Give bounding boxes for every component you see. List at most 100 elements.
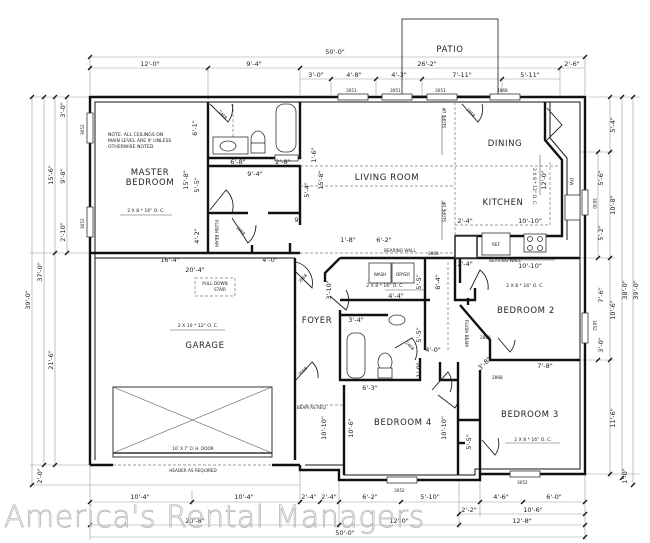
dim-bottom-mid-right: 12'-8" — [512, 517, 532, 525]
dim-laundry-8-4: 8'-4" — [434, 274, 442, 289]
window-code: 3052 — [394, 488, 405, 493]
door-code: 2868 — [497, 88, 508, 93]
room-label-bedroom4: BEDROOM 4 — [374, 418, 432, 428]
refrigerator — [481, 232, 511, 256]
dim-master-5-5: 5'-5" — [193, 177, 201, 192]
dim-bed2-10-10: 10'-10" — [518, 262, 542, 270]
dim-bottom-seg-a: 2'-4" — [301, 493, 316, 501]
door-code: 2468 — [217, 109, 228, 120]
dim-bed4-left: 10'-10" — [320, 416, 328, 440]
room-label-dining: DINING — [488, 139, 522, 149]
dim-bath-5-5: 5'-5" — [415, 327, 423, 342]
door-code: 2868 — [428, 251, 439, 256]
dim-master-top: 6'-1" — [191, 120, 199, 135]
dim-bottom-bed3-total: 10'-6" — [523, 506, 543, 514]
window-living-1 — [337, 93, 369, 101]
garage-door — [112, 386, 273, 458]
wash-label: WASH — [374, 272, 387, 277]
dim-bottom-seg-b: 2'-4" — [321, 493, 336, 501]
window-living-2 — [381, 93, 413, 101]
room-label-garage: GARAGE — [185, 341, 224, 351]
dim-bath-6-8: 6'-8" — [230, 158, 245, 166]
dim-bed4-10-6: 10'-6" — [347, 418, 355, 438]
door-code: 2468 — [404, 340, 415, 351]
bathtub-master — [275, 103, 297, 153]
dim-garage-16-4: 16'-4" — [160, 256, 180, 264]
dim-left-master: 15'-6" — [47, 165, 55, 185]
interior-walls — [206, 102, 580, 475]
dim-master-15-8: 15'-8" — [182, 170, 190, 190]
joist-master: 2 X 8 * 16" O. C. — [127, 208, 165, 214]
dim-garage-20-4: 20'-4" — [185, 266, 205, 274]
door-code: 2868 — [465, 107, 476, 118]
patio-outline — [401, 18, 499, 97]
dim-top-left-a: 12'-0" — [140, 60, 160, 68]
dim-kitchen-2-4: 2'-4" — [457, 217, 472, 225]
dim-top-seg3: 4'-3" — [391, 71, 406, 79]
dim-bottom-bed3-b: 6'-0" — [546, 493, 561, 501]
door-code: 2868 — [480, 335, 491, 340]
dim-bed2-2-4: 2'-4" — [457, 260, 472, 268]
pull-down-stair-2: STAIR — [214, 287, 226, 292]
flush-beam-2: FLUSH BEAM — [464, 320, 469, 347]
window-dining — [489, 93, 521, 101]
dim-top-seg5: 5'-11" — [520, 71, 540, 79]
pantry — [454, 235, 478, 259]
dim-bed2-7-8: 7'-8" — [537, 362, 552, 370]
window-master-bottom — [86, 206, 94, 238]
dim-laundry-6-2: 6'-2" — [376, 236, 391, 244]
room-label-master-bedroom-2: BEDROOM — [126, 178, 175, 188]
ceiling-note: NOTE: ALL CEILINGS ON — [108, 132, 163, 138]
window-kitchen — [581, 189, 589, 216]
dim-bath-3-4: 3'-4" — [348, 316, 363, 324]
dim-right-step: 1'-0" — [621, 468, 629, 483]
dim-left-overall: 39'-0" — [24, 290, 32, 310]
room-label-master-bedroom: MASTER — [131, 168, 170, 178]
range — [523, 233, 547, 253]
dim-laundry-5-5: 5'-5" — [415, 274, 423, 289]
dim-bottom-bed4-a: 6'-2" — [362, 493, 377, 501]
dim-nine: 9" — [294, 216, 301, 224]
flush-beam: FLUSH BEAM — [214, 220, 219, 247]
joist-bedroom2: 2 X 8 * 16" O. C. — [506, 283, 544, 289]
span-arrows — [120, 115, 560, 444]
dim-bottom-garage-total: 20'-8" — [185, 517, 205, 525]
dim-right-kitchen: 10'-8" — [609, 195, 617, 215]
dim-hall-1-0: 1'-0" — [415, 362, 423, 377]
room-label-living-room: LIVING ROOM — [355, 173, 419, 183]
window-code: 3051 — [346, 88, 357, 93]
windows — [86, 93, 589, 484]
door-code: 2068 — [235, 225, 246, 236]
dim-right-top: 5'-4" — [609, 117, 617, 132]
dim-laundry-3-10: 3'-10" — [325, 280, 333, 300]
window-code: 3052 — [592, 320, 597, 331]
sink-hall — [388, 314, 406, 326]
dim-top-seg1: 3'-0" — [308, 71, 323, 79]
dw-label: DW — [569, 178, 574, 185]
header-note: HEADER AS REQUIRED — [169, 468, 217, 473]
room-label-patio: PATIO — [436, 45, 463, 55]
room-label-kitchen: KITCHEN — [482, 198, 523, 208]
dim-right-inner: 38'-0" — [621, 280, 629, 300]
kitchen-sink — [564, 194, 581, 221]
garage-door-label: 16' X 7' O. H. DOOR — [172, 446, 213, 451]
window-code: 3052 — [80, 218, 85, 229]
window-bedroom4 — [386, 476, 418, 484]
pull-down-stair: PULL DOWN — [202, 281, 227, 286]
dim-right-bed2-total: 10'-6" — [609, 300, 617, 320]
dim-bottom-overall: 50'-0" — [335, 529, 355, 537]
dim-living-5-4: 5'-4" — [303, 182, 311, 197]
fixtures — [112, 103, 581, 458]
window-bedroom3 — [509, 470, 541, 478]
dim-hall-4-0: 4'-0" — [425, 346, 440, 354]
dim-top-seg4: 7'-11" — [452, 71, 472, 79]
slope-up-1: SLOPE UP — [442, 107, 447, 128]
dryer-label: DRYER — [396, 272, 410, 277]
dim-bed4-10-10: 10'-10" — [440, 416, 448, 440]
ceiling-note-2: MAIN LEVEL ARE 9' UNLESS — [108, 138, 171, 144]
door-code: 2868 — [297, 272, 308, 283]
window-code: 3051 — [435, 88, 446, 93]
dim-right-kit-b: 5'-2" — [597, 225, 605, 240]
dim-right-overall: 39'-0" — [632, 280, 640, 300]
dim-bottom-bed4-b: 5'-10" — [420, 493, 440, 501]
